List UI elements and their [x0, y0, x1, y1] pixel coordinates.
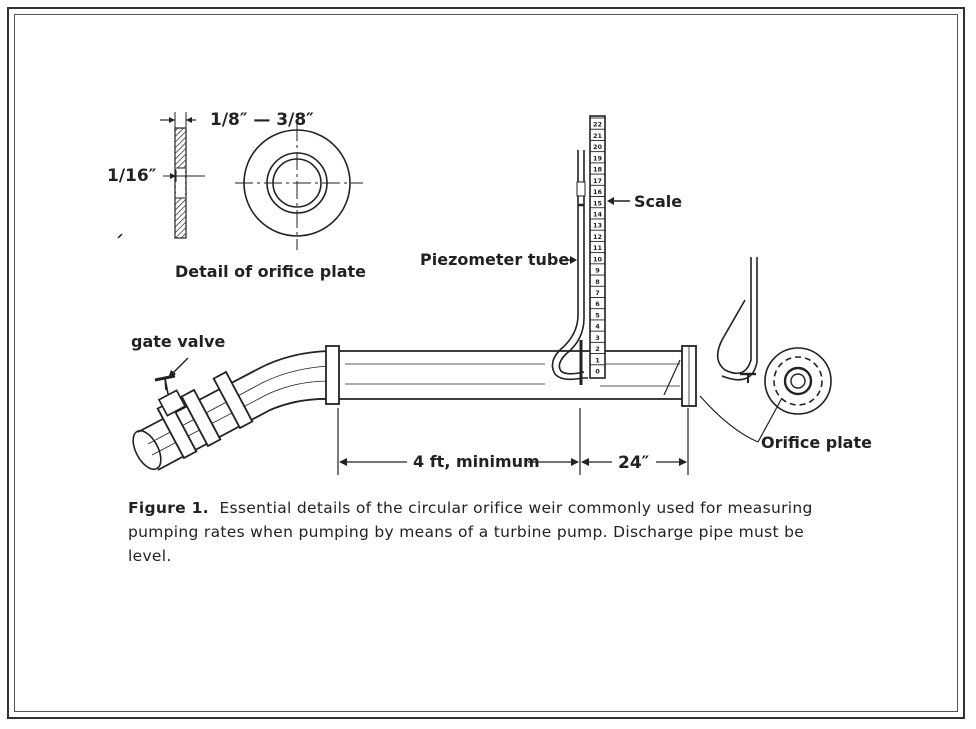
outer-border [7, 7, 965, 719]
gate-valve-arrowhead [168, 370, 176, 378]
scale-tick-label: 7 [595, 289, 600, 297]
scale-tick-label: 15 [593, 199, 603, 207]
piezometer-tube [551, 150, 588, 385]
piezometer-label: Piezometer tube [420, 250, 569, 269]
scale-tick-label: 17 [593, 177, 602, 185]
orifice-plate-pointers [699, 395, 783, 443]
figure-caption: Figure 1. Essential details of the circu… [128, 496, 828, 568]
distance-arrowheads [339, 458, 687, 466]
scale-tick-label: 12 [593, 233, 602, 241]
scale-tick-label: 16 [593, 188, 603, 196]
discharge-pipe [132, 345, 697, 471]
figure-number: Figure 1. [128, 499, 209, 517]
dimension-edge-label: 1/16″ [107, 166, 157, 186]
gate-valve-label: gate valve [131, 332, 225, 351]
dimension-thickness-label: 1/8″ — 3/8″ [210, 110, 314, 130]
scale-tick-label: 18 [593, 166, 603, 174]
distance-24-label: 24″ [618, 453, 650, 473]
scale-tick-label: 2 [595, 345, 600, 353]
scale-tick-label: 8 [595, 278, 600, 286]
detail-title: Detail of orifice plate [175, 262, 366, 281]
scale-tick-label: 1 [595, 356, 600, 364]
scale-tick-label: 13 [593, 222, 602, 230]
scale-label: Scale [634, 192, 682, 211]
scale-tick-label: 11 [593, 244, 603, 252]
orifice-plate-label: Orifice plate [761, 433, 872, 452]
scale-tick-label: 19 [593, 154, 603, 162]
orifice-plate-face-view [235, 123, 363, 250]
scale-tick-label: 20 [593, 143, 603, 151]
scale-tick-label: 6 [595, 300, 600, 308]
scale-tick-label: 0 [595, 368, 600, 376]
orifice-plate-cross-section [160, 112, 205, 239]
scale-tick-label: 9 [595, 267, 600, 275]
gate-valve [154, 374, 187, 417]
scale-arrowhead [607, 197, 614, 205]
caption-text: Essential details of the circular orific… [128, 499, 813, 565]
stray-mark [117, 233, 123, 239]
distance-dimensions [337, 408, 689, 475]
piezometer-arrowhead [570, 256, 577, 264]
scale-tick-label: 21 [593, 132, 603, 140]
scale-tick-label: 22 [593, 121, 602, 129]
scale-tick-label: 3 [595, 334, 600, 342]
scale-tick-label: 14 [593, 210, 603, 218]
distance-minimum-label: 4 ft, minimum [413, 452, 540, 471]
inner-border [14, 14, 958, 712]
orifice-end-view [716, 257, 832, 415]
scale-tick-label: 4 [595, 323, 600, 331]
scale-tick-label: 10 [593, 255, 603, 263]
scale-tick-label: 5 [595, 311, 600, 319]
